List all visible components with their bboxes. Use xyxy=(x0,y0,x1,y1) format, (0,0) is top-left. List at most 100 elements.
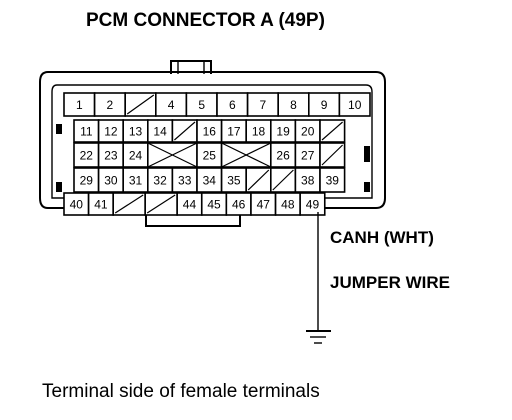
terminal-48: 48 xyxy=(274,192,301,216)
terminal-18: 18 xyxy=(245,119,272,143)
terminal-number: 26 xyxy=(276,149,290,163)
blank-cavity xyxy=(319,142,346,168)
terminal-number: 7 xyxy=(260,98,267,112)
terminal-number: 10 xyxy=(348,98,362,112)
terminal-5: 5 xyxy=(185,92,218,117)
terminal-number: 47 xyxy=(257,198,271,212)
terminal-7: 7 xyxy=(246,92,280,117)
terminal-number: 33 xyxy=(178,174,192,188)
terminal-14: 14 xyxy=(147,119,174,143)
blank-cavity xyxy=(144,192,178,216)
terminal-32: 32 xyxy=(147,167,174,193)
terminal-9: 9 xyxy=(307,92,341,117)
terminal-31: 31 xyxy=(122,167,149,193)
terminal-number: 14 xyxy=(153,125,167,139)
terminal-number: 48 xyxy=(281,198,295,212)
terminal-2: 2 xyxy=(93,92,126,117)
terminal-44: 44 xyxy=(176,192,203,216)
terminal-24: 24 xyxy=(122,142,149,168)
terminal-45: 45 xyxy=(200,192,228,216)
terminal-47: 47 xyxy=(250,192,277,216)
terminal-number: 30 xyxy=(104,174,118,188)
terminal-30: 30 xyxy=(97,167,124,193)
terminal-35: 35 xyxy=(220,167,248,193)
terminal-number: 12 xyxy=(104,125,118,139)
blank-cavity xyxy=(112,192,146,216)
terminal-number: 38 xyxy=(301,174,315,188)
terminal-number: 11 xyxy=(80,125,93,139)
terminal-number: 29 xyxy=(80,174,94,188)
terminal-27: 27 xyxy=(294,142,321,168)
blank-cavity xyxy=(269,167,297,193)
terminal-10: 10 xyxy=(338,92,371,117)
blank-cavity xyxy=(171,119,198,143)
terminal-number: 49 xyxy=(306,198,320,212)
terminal-13: 13 xyxy=(122,119,149,143)
terminal-8: 8 xyxy=(277,92,310,117)
terminal-number: 39 xyxy=(326,174,340,188)
terminal-number: 2 xyxy=(107,98,114,112)
terminal-number: 45 xyxy=(207,198,221,212)
terminal-number: 4 xyxy=(168,98,175,112)
terminal-33: 33 xyxy=(171,167,198,193)
terminal-number: 16 xyxy=(203,125,217,139)
jumper-wire-label: JUMPER WIRE xyxy=(330,273,450,292)
terminal-38: 38 xyxy=(294,167,321,193)
terminal-11: 11 xyxy=(73,119,100,143)
terminal-number: 19 xyxy=(276,125,290,139)
terminal-number: 8 xyxy=(290,98,297,112)
terminal-number: 41 xyxy=(94,198,108,212)
terminal-number: 13 xyxy=(129,125,143,139)
terminal-16: 16 xyxy=(196,119,223,143)
terminal-22: 22 xyxy=(73,142,100,168)
terminal-20: 20 xyxy=(294,119,321,143)
terminal-number: 27 xyxy=(301,149,315,163)
terminal-number: 32 xyxy=(153,174,167,188)
terminal-number: 46 xyxy=(232,198,246,212)
terminal-4: 4 xyxy=(155,92,188,117)
terminal-19: 19 xyxy=(269,119,297,143)
terminal-number: 5 xyxy=(198,98,205,112)
terminal-number: 17 xyxy=(227,125,241,139)
terminal-39: 39 xyxy=(319,167,346,193)
terminal-number: 18 xyxy=(252,125,266,139)
terminal-1: 1 xyxy=(63,92,96,117)
blank-cavity xyxy=(319,119,346,143)
blank-cavity xyxy=(220,142,272,168)
terminal-number: 44 xyxy=(183,198,197,212)
terminal-46: 46 xyxy=(225,192,252,216)
ground-icon xyxy=(306,330,331,344)
terminal-number: 9 xyxy=(321,98,328,112)
blank-cavity xyxy=(124,92,157,117)
terminal-number: 34 xyxy=(203,174,217,188)
diagram-title: PCM CONNECTOR A (49P) xyxy=(86,10,325,31)
canh-label: CANH (WHT) xyxy=(330,228,434,247)
diagram-caption: Terminal side of female terminals xyxy=(42,381,320,402)
terminal-6: 6 xyxy=(216,92,249,117)
terminal-number: 23 xyxy=(104,149,118,163)
terminal-number: 6 xyxy=(229,98,236,112)
terminal-number: 22 xyxy=(80,149,94,163)
terminal-number: 40 xyxy=(70,198,84,212)
terminal-29: 29 xyxy=(73,167,100,193)
terminal-25: 25 xyxy=(196,142,223,168)
terminal-number: 25 xyxy=(203,149,217,163)
blank-cavity xyxy=(245,167,272,193)
terminal-number: 24 xyxy=(129,149,143,163)
terminal-12: 12 xyxy=(97,119,124,143)
terminal-23: 23 xyxy=(97,142,124,168)
terminal-number: 1 xyxy=(76,98,83,112)
terminal-49: 49 xyxy=(299,192,326,216)
terminal-40: 40 xyxy=(63,192,90,216)
connector-housing xyxy=(39,60,386,227)
terminal-34: 34 xyxy=(196,167,223,193)
terminal-number: 31 xyxy=(129,174,143,188)
blank-cavity xyxy=(147,142,198,168)
terminal-number: 20 xyxy=(301,125,315,139)
terminal-17: 17 xyxy=(220,119,248,143)
terminal-26: 26 xyxy=(269,142,297,168)
terminal-41: 41 xyxy=(87,192,114,216)
terminal-number: 35 xyxy=(227,174,241,188)
